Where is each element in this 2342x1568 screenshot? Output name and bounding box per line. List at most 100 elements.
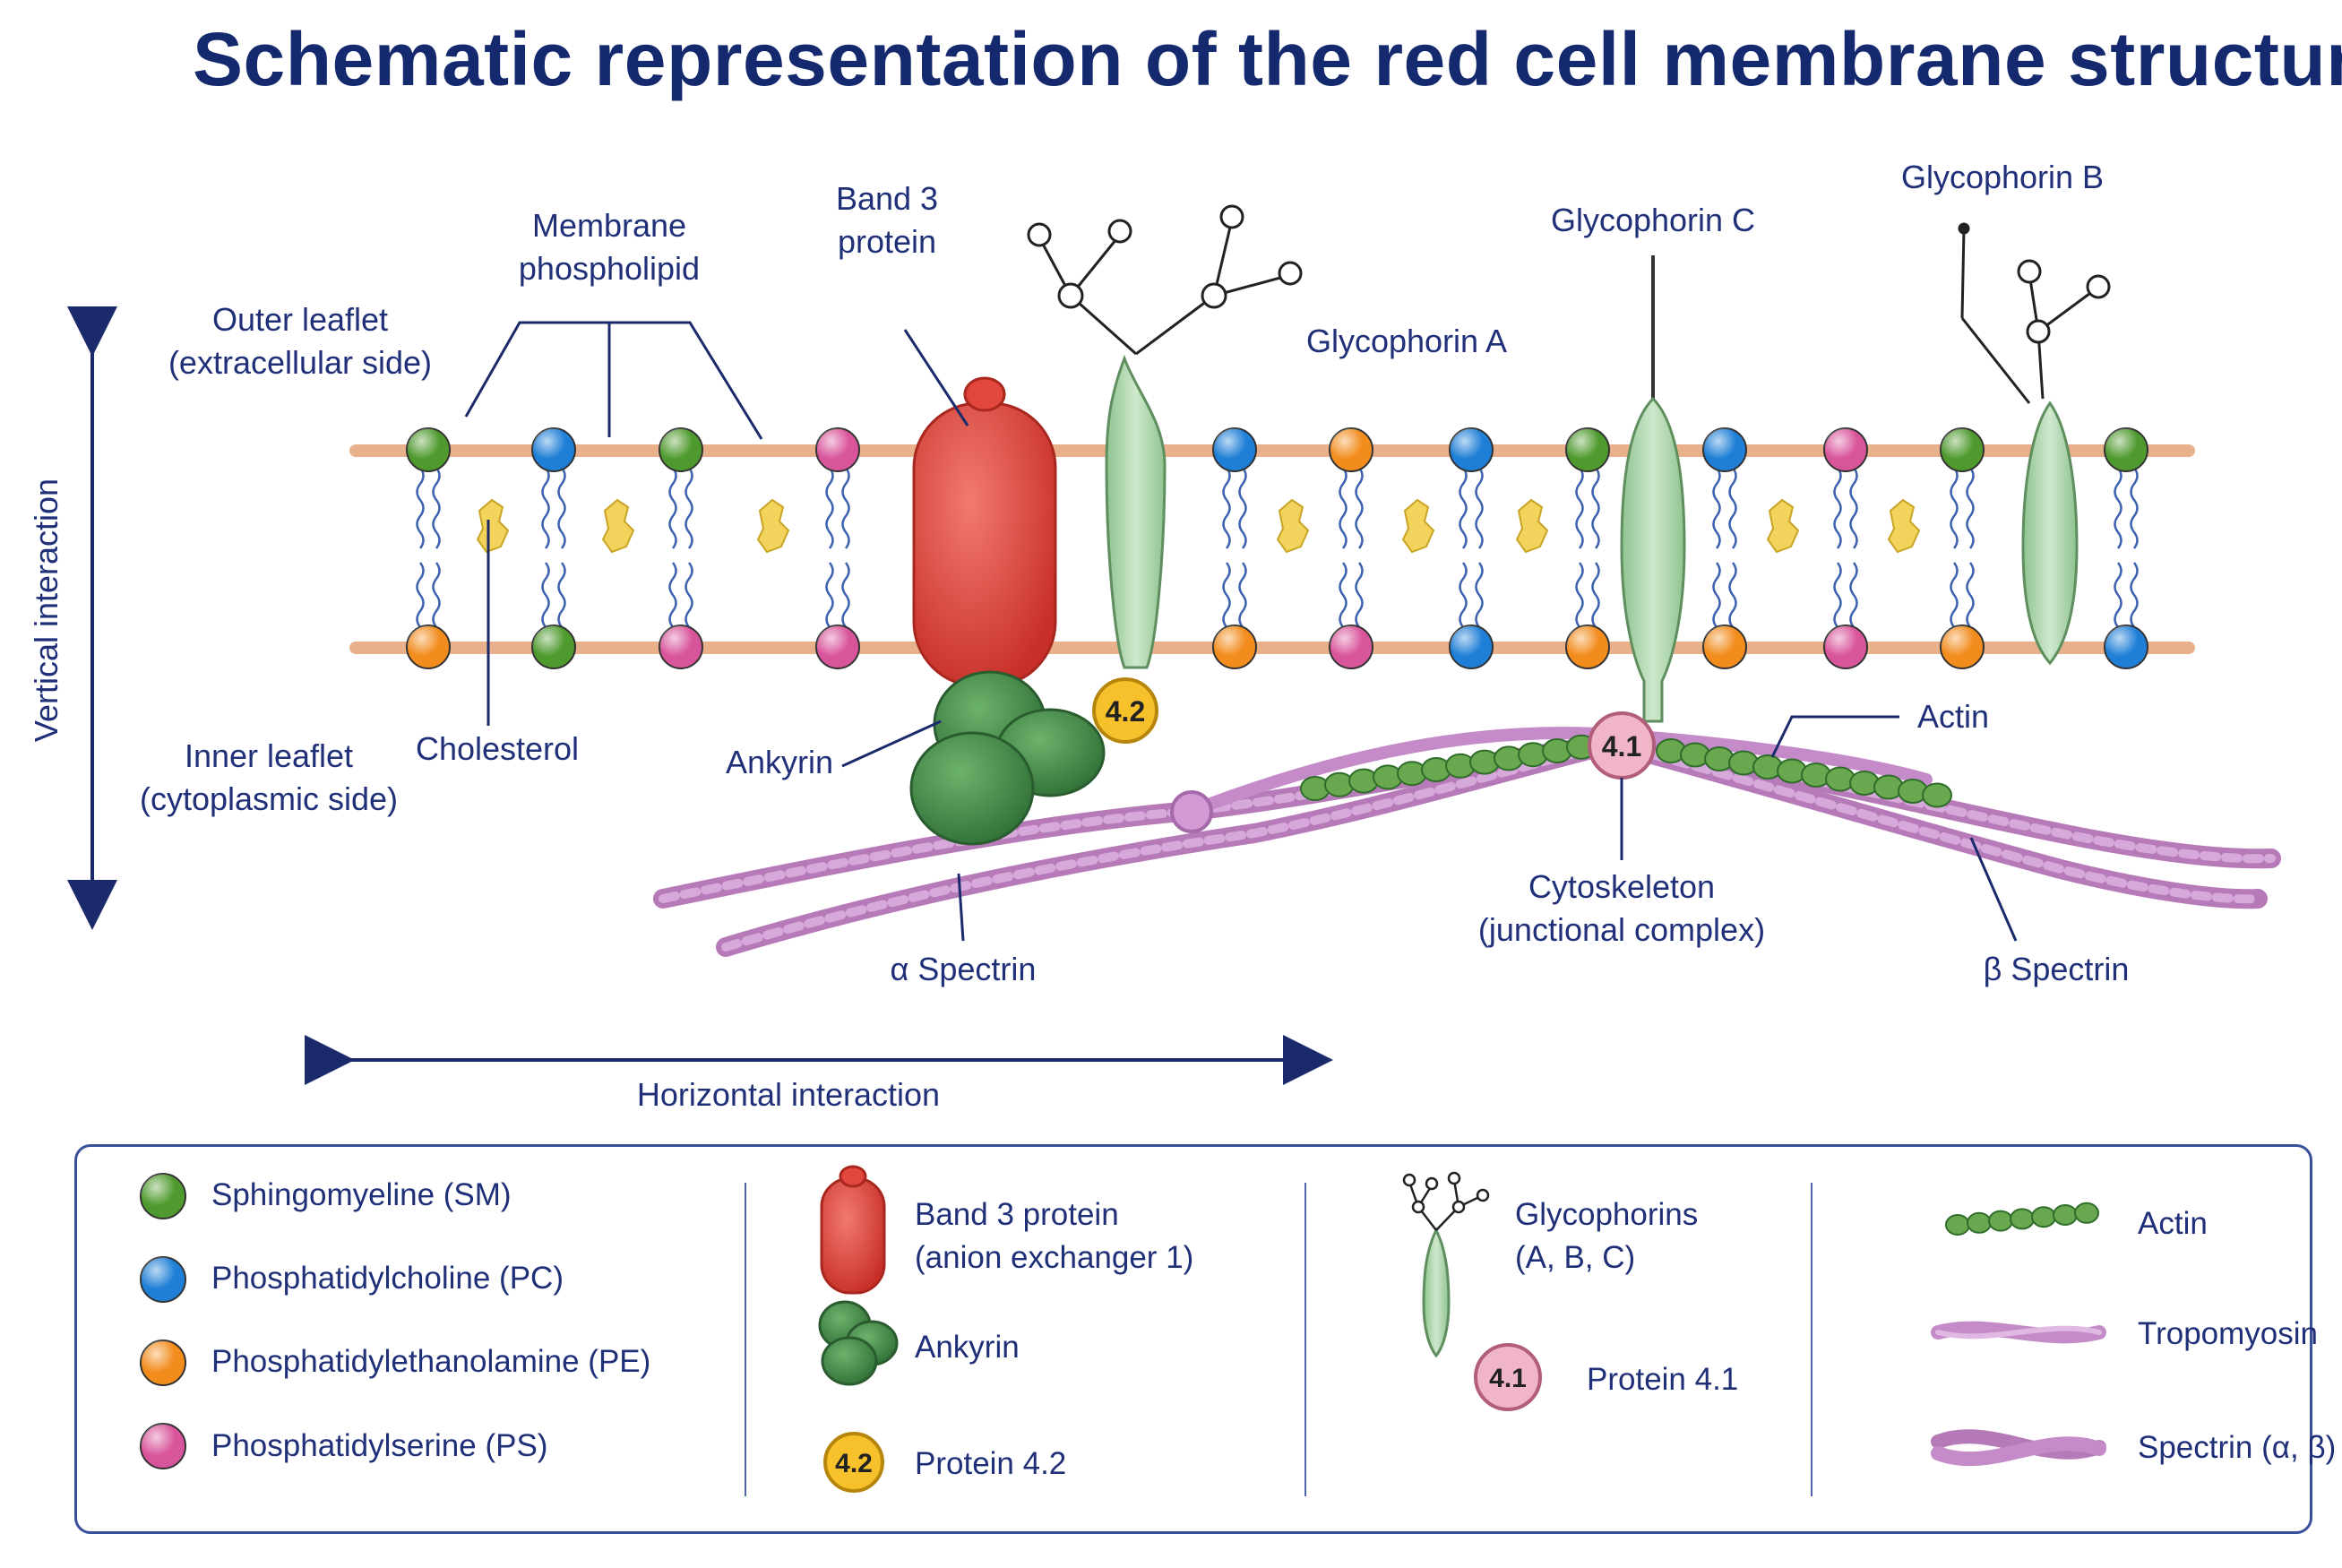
cholesterol-molecules bbox=[476, 498, 1921, 554]
legend-pe-label: Phosphatidylethanolamine (PE) bbox=[211, 1344, 651, 1379]
lipid-tail bbox=[557, 467, 566, 549]
outer-lipid-head-shine bbox=[1213, 428, 1256, 471]
legend-actin-bead bbox=[2053, 1204, 2078, 1226]
outer-lipid-head-shine bbox=[532, 428, 575, 471]
lipid-tail bbox=[1575, 467, 1584, 549]
legend-panel: 4.2 4.1 bbox=[74, 1144, 2336, 1534]
legend-protein-4-1-label: Protein 4.1 bbox=[1587, 1362, 1739, 1397]
cholesterol-molecule bbox=[1401, 498, 1435, 554]
legend-divider-2 bbox=[1304, 1183, 1306, 1496]
outer-lipid-head-shine bbox=[1566, 428, 1609, 471]
legend-actin-label: Actin bbox=[2138, 1206, 2208, 1241]
legend-divider-1 bbox=[745, 1183, 746, 1496]
legend-band3-label: Band 3 protein (anion exchanger 1) bbox=[915, 1193, 1193, 1279]
glycophorin-b bbox=[1958, 222, 2111, 666]
inner-lipid-head-shine bbox=[407, 625, 450, 668]
outer-lipid-head-shine bbox=[1703, 428, 1746, 471]
band3-label: Band 3 protein bbox=[806, 177, 968, 263]
cholesterol-molecule bbox=[1515, 498, 1549, 554]
lipid-tail bbox=[1950, 467, 1959, 549]
legend-tropomyosin-label: Tropomyosin bbox=[2138, 1316, 2318, 1351]
lipid-tail bbox=[1238, 467, 1247, 549]
lipid-tail bbox=[825, 467, 834, 549]
legend-divider-3 bbox=[1811, 1183, 1812, 1496]
inner-lipid-head-shine bbox=[532, 625, 575, 668]
lipid-tail bbox=[1475, 467, 1484, 549]
glycophorin-a-label: Glycophorin A bbox=[1305, 323, 1508, 359]
inner-lipid-head-shine bbox=[1824, 625, 1867, 668]
legend-lipid-dot-shine bbox=[141, 1340, 185, 1385]
band3-protein bbox=[912, 376, 1057, 701]
lipid-tail bbox=[2114, 467, 2122, 549]
legend-phospholipid-dots bbox=[140, 1173, 186, 1469]
membrane-phospholipid-label: Membrane phospholipid bbox=[502, 204, 717, 290]
protein-4-2-badge: 4.2 bbox=[1106, 695, 1145, 728]
inner-leaflet-line2: (cytoplasmic side) bbox=[139, 780, 399, 817]
lipid-tail bbox=[1222, 467, 1231, 549]
outer-lipid-head-shine bbox=[1330, 428, 1373, 471]
legend-lipid-dot-shine bbox=[141, 1174, 185, 1219]
lipid-tail bbox=[1966, 467, 1975, 549]
legend-ps-label: Phosphatidylserine (PS) bbox=[211, 1428, 548, 1463]
cytoskeleton-label: Cytoskeleton (junctional complex) bbox=[1469, 866, 1774, 952]
lipid-tail bbox=[1712, 467, 1721, 549]
inner-lipid-head-shine bbox=[1941, 625, 1984, 668]
legend-protein-4-1-symbol: 4.1 bbox=[1474, 1343, 1542, 1411]
legend-actin-bead bbox=[2031, 1206, 2056, 1228]
inner-lipid-head-shine bbox=[659, 625, 702, 668]
legend-sm-label: Sphingomyeline (SM) bbox=[211, 1177, 512, 1212]
lipid-tail bbox=[1849, 467, 1858, 549]
outer-lipid-head-shine bbox=[1941, 428, 1984, 471]
cholesterol-molecule bbox=[756, 498, 790, 554]
phospholipid-heads bbox=[406, 427, 2148, 669]
legend-pc-label: Phosphatidylcholine (PC) bbox=[211, 1261, 564, 1296]
membrane-bilayer bbox=[349, 444, 2195, 654]
legend-glycophorins-label: Glycophorins (A, B, C) bbox=[1515, 1193, 1698, 1279]
inner-lipid-head-shine bbox=[1450, 625, 1493, 668]
glycophorin-c-label: Glycophorin C bbox=[1550, 202, 1756, 238]
legend-spectrin-label: Spectrin (α, β) bbox=[2138, 1430, 2337, 1465]
cholesterol-molecule bbox=[1887, 498, 1921, 554]
protein-4-2 bbox=[1092, 677, 1158, 744]
vertical-interaction-label: Vertical interaction bbox=[28, 478, 65, 743]
lipid-tail bbox=[2130, 467, 2139, 549]
cholesterol-molecule bbox=[601, 498, 635, 554]
cholesterol-label: Cholesterol bbox=[415, 730, 580, 767]
membrane-phospholipid-line2: phospholipid bbox=[518, 250, 701, 287]
inner-lipid-head-shine bbox=[1330, 625, 1373, 668]
diagram-title: Schematic representation of the red cell… bbox=[193, 17, 2342, 101]
band3-line2: protein bbox=[837, 223, 937, 260]
legend-glycophorins-line2: (A, B, C) bbox=[1515, 1240, 1636, 1275]
outer-lipid-head-shine bbox=[816, 428, 859, 471]
inner-lipid-head-shine bbox=[1703, 625, 1746, 668]
glycophorin-c bbox=[1620, 255, 1686, 723]
legend-actin-symbol bbox=[1945, 1202, 2099, 1236]
lipid-tail bbox=[1591, 467, 1600, 549]
legend-tropomyosin-symbol bbox=[1931, 1321, 2106, 1344]
phospholipid-tails bbox=[416, 467, 2139, 644]
legend-protein-4-2-label: Protein 4.2 bbox=[915, 1446, 1067, 1481]
interaction-arrows bbox=[67, 306, 1333, 1085]
leader-lines bbox=[464, 321, 2018, 942]
lipid-tail bbox=[1833, 467, 1842, 549]
legend-band3-line2: (anion exchanger 1) bbox=[915, 1240, 1194, 1275]
actin-filament bbox=[1300, 730, 1952, 808]
outer-leaflet-label: Outer leaflet (extracellular side) bbox=[143, 298, 457, 384]
lipid-tail bbox=[1355, 467, 1364, 549]
beta-spectrin-label: β Spectrin bbox=[1983, 951, 2130, 987]
glycophorin-a bbox=[1027, 204, 1303, 669]
inner-lipid-head-shine bbox=[1213, 625, 1256, 668]
legend-protein-4-2-symbol: 4.2 bbox=[823, 1432, 884, 1493]
band3-line1: Band 3 bbox=[835, 180, 939, 217]
lipid-tail bbox=[541, 467, 550, 549]
inner-lipid-head-shine bbox=[816, 625, 859, 668]
inner-lipid-head-shine bbox=[1566, 625, 1609, 668]
legend-actin-bead bbox=[1988, 1210, 2013, 1232]
legend-glycophorins-line1: Glycophorins bbox=[1515, 1197, 1699, 1232]
inner-leaflet-line1: Inner leaflet bbox=[184, 737, 354, 774]
lipid-tail bbox=[432, 467, 441, 549]
legend-actin-bead bbox=[2010, 1208, 2035, 1230]
legend-protein-4-2-badge: 4.2 bbox=[835, 1449, 873, 1478]
legend-glycophorin-symbol bbox=[1402, 1171, 1490, 1358]
